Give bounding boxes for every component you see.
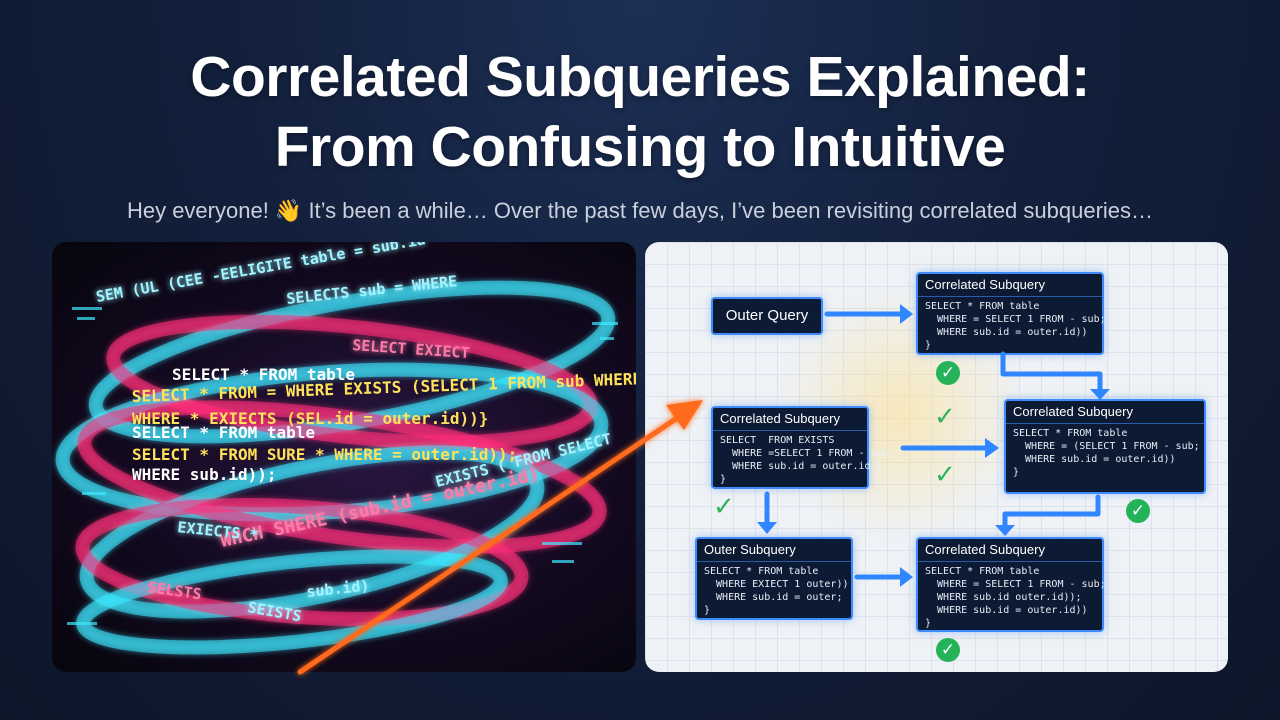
flow-arrows xyxy=(757,304,1110,587)
box-code: SELECT * FROM table WHERE EXIECT 1 outer… xyxy=(704,566,849,616)
checkmark-icon: ✓ xyxy=(713,492,735,522)
arrowhead-6 xyxy=(900,567,913,587)
box-title: Correlated Subquery xyxy=(713,408,867,431)
box-code: SELECT * FROM table WHERE = SELECT 1 FRO… xyxy=(925,566,1106,629)
code-swirl-illustration: SEM (UL (CEE -EELIGITE table = sub.id SE… xyxy=(52,242,636,672)
code-line-5: SELECT * FROM SURE * WHERE = outer.id)); xyxy=(132,445,517,464)
box-code: SELECT FROM EXISTS WHERE =SELECT 1 FROM … xyxy=(720,435,895,485)
page-title-line-2: From Confusing to Intuitive xyxy=(274,115,1006,179)
code-swirl-art: SEM (UL (CEE -EELIGITE table = sub.id SE… xyxy=(55,242,636,655)
outer-subquery-box: Outer Subquery SELECT * FROM table WHERE… xyxy=(695,537,853,620)
arrowhead-5 xyxy=(757,522,777,534)
waving-hand-icon: 👋 xyxy=(274,199,303,224)
page-title-line-1: Correlated Subqueries Explained: xyxy=(190,45,1090,109)
code-line-4: SELECT * FROM table xyxy=(132,423,315,442)
box-title: Correlated Subquery xyxy=(918,539,1102,562)
correlated-subquery-box-left: Correlated Subquery SELECT FROM EXISTS W… xyxy=(711,406,895,489)
arrowhead-2 xyxy=(1090,389,1110,400)
subquery-flow-diagram: Outer Query Correlated Subquery SELECT *… xyxy=(645,242,1228,672)
box-title: Correlated Subquery xyxy=(918,274,1102,297)
subtitle-text-end: It’s been a while… Over the past few day… xyxy=(302,198,1154,223)
box-code: SELECT * FROM table WHERE = (SELECT 1 FR… xyxy=(1013,428,1200,478)
ribbon-text-8: sub.id) xyxy=(306,576,371,601)
correlated-subquery-box-bottom: Correlated Subquery SELECT * FROM table … xyxy=(916,537,1106,632)
correlated-subquery-box-top: Correlated Subquery SELECT * FROM table … xyxy=(916,272,1106,355)
box-title: Outer Subquery xyxy=(697,539,851,562)
arrowhead-4 xyxy=(995,525,1015,536)
check-circle-icon: ✓ xyxy=(936,638,960,662)
checkmark-icon: ✓ xyxy=(934,402,956,432)
arrow-right-to-bottom xyxy=(1002,494,1101,532)
box-code: SELECT * FROM table WHERE = SELECT 1 FRO… xyxy=(925,301,1106,351)
subtitle-text-start: Hey everyone! xyxy=(126,198,275,223)
code-line-1: SELECT * FROM table xyxy=(172,365,355,384)
correlated-subquery-box-right: Correlated Subquery SELECT * FROM table … xyxy=(1004,399,1206,494)
code-line-6: WHERE sub.id)); xyxy=(132,465,277,484)
outer-query-box: Outer Query xyxy=(711,297,823,335)
box-title: Correlated Subquery xyxy=(1006,401,1204,424)
checkmark-icon: ✓ xyxy=(934,460,956,490)
subtitle: Hey everyone! 👋 It’s been a while… Over … xyxy=(0,196,1280,227)
arrowhead-1 xyxy=(900,304,913,324)
check-circle-icon: ✓ xyxy=(936,361,960,385)
arrowhead-3 xyxy=(985,438,999,458)
check-circle-icon: ✓ xyxy=(1126,499,1150,523)
arrow-top-to-right xyxy=(1000,351,1103,392)
